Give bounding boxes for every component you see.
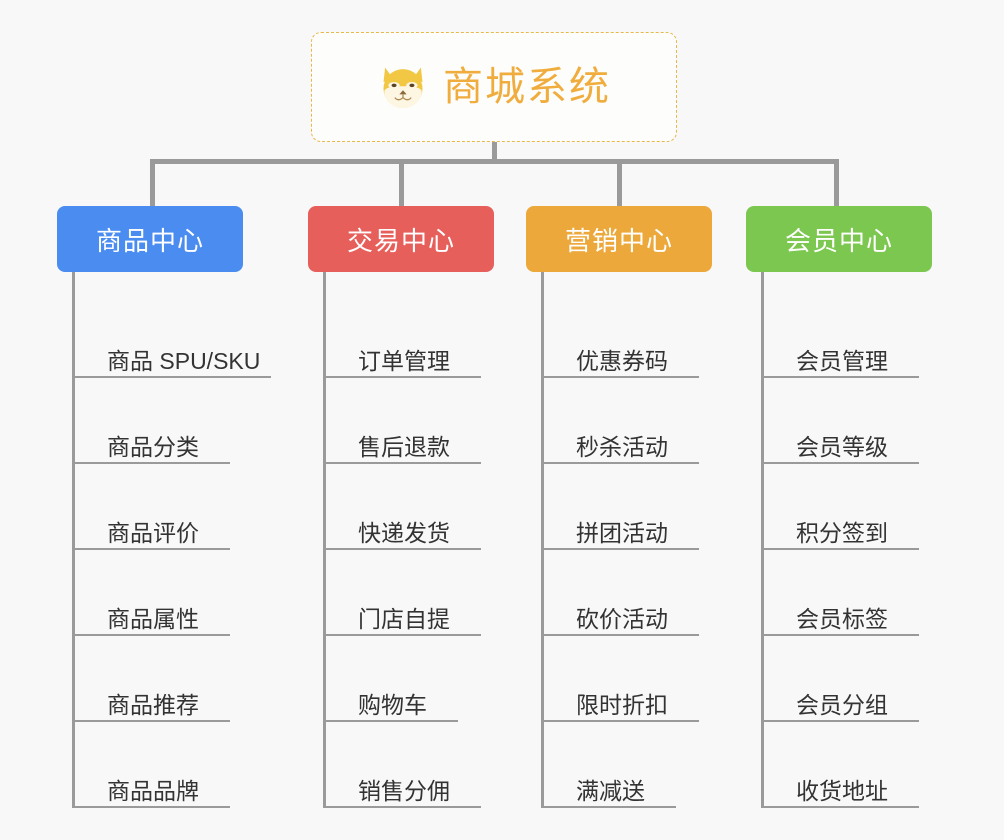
category-header-product[interactable]: 商品中心 bbox=[57, 206, 243, 272]
category-column-member: 会员中心 会员管理 会员等级 积分签到 会员标签 会员分组 收货地址 bbox=[746, 206, 932, 808]
category-header-marketing[interactable]: 营销中心 bbox=[526, 206, 712, 272]
leaf-list-trade: 订单管理 售后退款 快递发货 门店自提 购物车 销售分佣 bbox=[323, 272, 494, 808]
leaf-label: 砍价活动 bbox=[576, 605, 668, 632]
leaf-item[interactable]: 收货地址 bbox=[764, 722, 932, 808]
leaf-item[interactable]: 会员等级 bbox=[764, 378, 932, 464]
leaf-item[interactable]: 快递发货 bbox=[326, 464, 494, 550]
connector-drop-1 bbox=[150, 159, 155, 207]
leaf-label: 商品推荐 bbox=[107, 691, 199, 718]
leaf-item[interactable]: 会员分组 bbox=[764, 636, 932, 722]
leaf-list-product: 商品 SPU/SKU 商品分类 商品评价 商品属性 商品推荐 商品品牌 bbox=[72, 272, 271, 808]
leaf-label: 限时折扣 bbox=[576, 691, 668, 718]
leaf-item[interactable]: 会员标签 bbox=[764, 550, 932, 636]
leaf-list-member: 会员管理 会员等级 积分签到 会员标签 会员分组 收货地址 bbox=[761, 272, 932, 808]
connector-horizontal-bar bbox=[150, 159, 839, 164]
category-label: 商品中心 bbox=[95, 225, 204, 256]
leaf-label: 商品品牌 bbox=[107, 777, 199, 804]
leaf-label: 优惠券码 bbox=[576, 347, 668, 374]
root-title: 商城系统 bbox=[443, 65, 611, 109]
leaf-item[interactable]: 商品评价 bbox=[75, 464, 243, 550]
leaf-label: 门店自提 bbox=[358, 605, 450, 632]
leaf-item[interactable]: 商品属性 bbox=[75, 550, 243, 636]
leaf-item[interactable]: 购物车 bbox=[326, 636, 494, 722]
leaf-label: 满减送 bbox=[576, 777, 645, 804]
root-node[interactable]: 商城系统 bbox=[311, 32, 677, 142]
leaf-item[interactable]: 门店自提 bbox=[326, 550, 494, 636]
leaf-item[interactable]: 会员管理 bbox=[764, 292, 932, 378]
leaf-label: 商品属性 bbox=[107, 605, 199, 632]
leaf-item[interactable]: 砍价活动 bbox=[544, 550, 712, 636]
leaf-label: 商品 SPU/SKU bbox=[107, 347, 261, 374]
shiba-dog-icon bbox=[377, 61, 429, 113]
leaf-list-marketing: 优惠券码 秒杀活动 拼团活动 砍价活动 限时折扣 满减送 bbox=[541, 272, 712, 808]
leaf-item[interactable]: 商品推荐 bbox=[75, 636, 243, 722]
category-label: 交易中心 bbox=[346, 225, 455, 256]
leaf-label: 快递发货 bbox=[358, 519, 450, 546]
category-label: 营销中心 bbox=[564, 225, 673, 256]
leaf-item[interactable]: 积分签到 bbox=[764, 464, 932, 550]
leaf-label: 会员标签 bbox=[796, 605, 888, 632]
connector-root-stem bbox=[492, 142, 497, 162]
leaf-label: 订单管理 bbox=[358, 347, 450, 374]
category-header-member[interactable]: 会员中心 bbox=[746, 206, 932, 272]
leaf-label: 会员管理 bbox=[796, 347, 888, 374]
category-column-trade: 交易中心 订单管理 售后退款 快递发货 门店自提 购物车 销售分佣 bbox=[308, 206, 494, 808]
leaf-item[interactable]: 拼团活动 bbox=[544, 464, 712, 550]
connector-drop-2 bbox=[399, 159, 404, 207]
leaf-item[interactable]: 优惠券码 bbox=[544, 292, 712, 378]
leaf-item[interactable]: 商品分类 bbox=[75, 378, 243, 464]
leaf-label: 销售分佣 bbox=[358, 777, 450, 804]
leaf-item[interactable]: 满减送 bbox=[544, 722, 712, 808]
leaf-label: 购物车 bbox=[358, 691, 427, 718]
connector-drop-4 bbox=[834, 159, 839, 207]
leaf-item[interactable]: 售后退款 bbox=[326, 378, 494, 464]
leaf-label: 商品分类 bbox=[107, 433, 199, 460]
leaf-label: 会员等级 bbox=[796, 433, 888, 460]
leaf-item[interactable]: 商品 SPU/SKU bbox=[75, 292, 271, 378]
category-header-trade[interactable]: 交易中心 bbox=[308, 206, 494, 272]
leaf-label: 商品评价 bbox=[107, 519, 199, 546]
category-label: 会员中心 bbox=[784, 225, 893, 256]
leaf-item[interactable]: 秒杀活动 bbox=[544, 378, 712, 464]
leaf-item[interactable]: 商品品牌 bbox=[75, 722, 243, 808]
leaf-item[interactable]: 限时折扣 bbox=[544, 636, 712, 722]
leaf-label: 会员分组 bbox=[796, 691, 888, 718]
category-column-marketing: 营销中心 优惠券码 秒杀活动 拼团活动 砍价活动 限时折扣 满减送 bbox=[526, 206, 712, 808]
leaf-label: 拼团活动 bbox=[576, 519, 668, 546]
connector-drop-3 bbox=[617, 159, 622, 207]
leaf-label: 售后退款 bbox=[358, 433, 450, 460]
category-column-product: 商品中心 商品 SPU/SKU 商品分类 商品评价 商品属性 商品推荐 商品品牌 bbox=[57, 206, 271, 808]
leaf-item[interactable]: 订单管理 bbox=[326, 292, 494, 378]
leaf-label: 积分签到 bbox=[796, 519, 888, 546]
leaf-label: 收货地址 bbox=[796, 777, 888, 804]
leaf-label: 秒杀活动 bbox=[576, 433, 668, 460]
leaf-item[interactable]: 销售分佣 bbox=[326, 722, 494, 808]
